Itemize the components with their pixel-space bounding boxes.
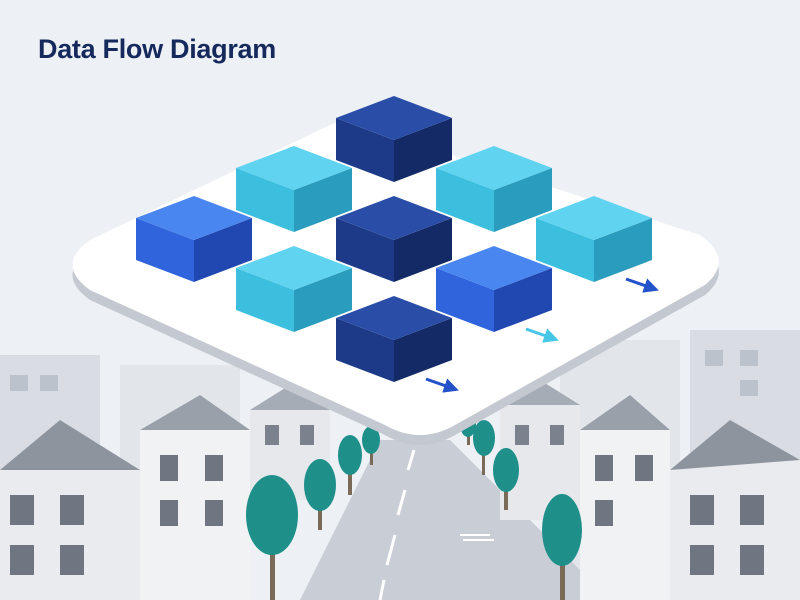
output-arrow-b9 — [425, 377, 459, 393]
block-top — [536, 196, 652, 240]
block-b4 — [136, 196, 252, 282]
block-top — [436, 246, 552, 290]
block-left-face — [536, 218, 594, 282]
block-b5 — [336, 196, 452, 282]
block-right-face — [494, 168, 552, 232]
block-right-face — [394, 318, 452, 382]
block-left-face — [336, 218, 394, 282]
block-left-face — [436, 268, 494, 332]
block-left-face — [236, 168, 294, 232]
block-right-face — [294, 168, 352, 232]
block-right-face — [394, 118, 452, 182]
block-left-face — [336, 318, 394, 382]
block-b1 — [336, 96, 452, 182]
output-arrow-b6 — [625, 277, 659, 293]
block-left-face — [336, 118, 394, 182]
block-right-face — [294, 268, 352, 332]
block-right-face — [594, 218, 652, 282]
output-arrow-b8 — [525, 327, 559, 343]
block-b2 — [236, 146, 352, 232]
block-top — [336, 96, 452, 140]
block-top — [236, 146, 352, 190]
block-left-face — [236, 268, 294, 332]
city-background — [0, 330, 800, 600]
block-b3 — [436, 146, 552, 232]
block-right-face — [394, 218, 452, 282]
block-top — [336, 296, 452, 340]
block-top — [436, 146, 552, 190]
block-left-face — [136, 218, 194, 282]
block-left-face — [436, 168, 494, 232]
block-top — [136, 196, 252, 240]
page-title: Data Flow Diagram — [38, 34, 276, 64]
block-right-face — [494, 268, 552, 332]
block-b7 — [236, 246, 352, 332]
block-b6 — [536, 196, 652, 282]
block-b8 — [436, 246, 552, 332]
block-top — [236, 246, 352, 290]
block-right-face — [194, 218, 252, 282]
block-b9 — [336, 296, 452, 382]
blocks — [136, 96, 652, 382]
block-top — [336, 196, 452, 240]
